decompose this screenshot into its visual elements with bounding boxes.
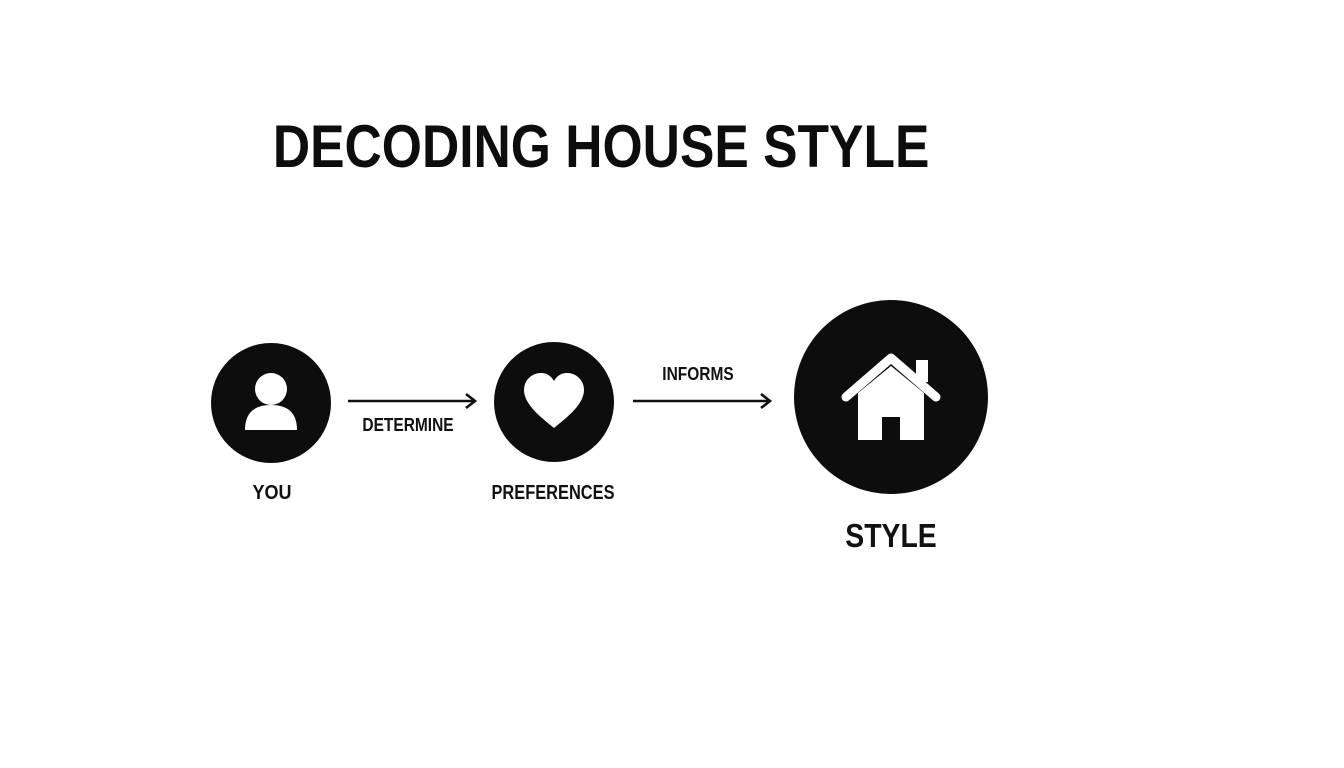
node-label-preferences: PREFERENCES	[491, 482, 615, 504]
node-preferences	[494, 342, 614, 462]
edge-label-determine: DETERMINE	[362, 415, 454, 435]
node-you	[211, 343, 331, 463]
heart-icon	[524, 373, 584, 428]
node-label-style: STYLE	[845, 517, 937, 554]
house-icon	[841, 353, 941, 440]
person-icon	[245, 373, 297, 430]
node-label-you: YOU	[252, 482, 292, 504]
arrow-preferences-to-style	[633, 392, 773, 410]
edge-label-informs: INFORMS	[662, 364, 734, 384]
arrow-you-to-preferences	[348, 392, 478, 410]
node-style	[794, 300, 988, 494]
page-title: DECODING HOUSE STYLE	[272, 113, 930, 180]
